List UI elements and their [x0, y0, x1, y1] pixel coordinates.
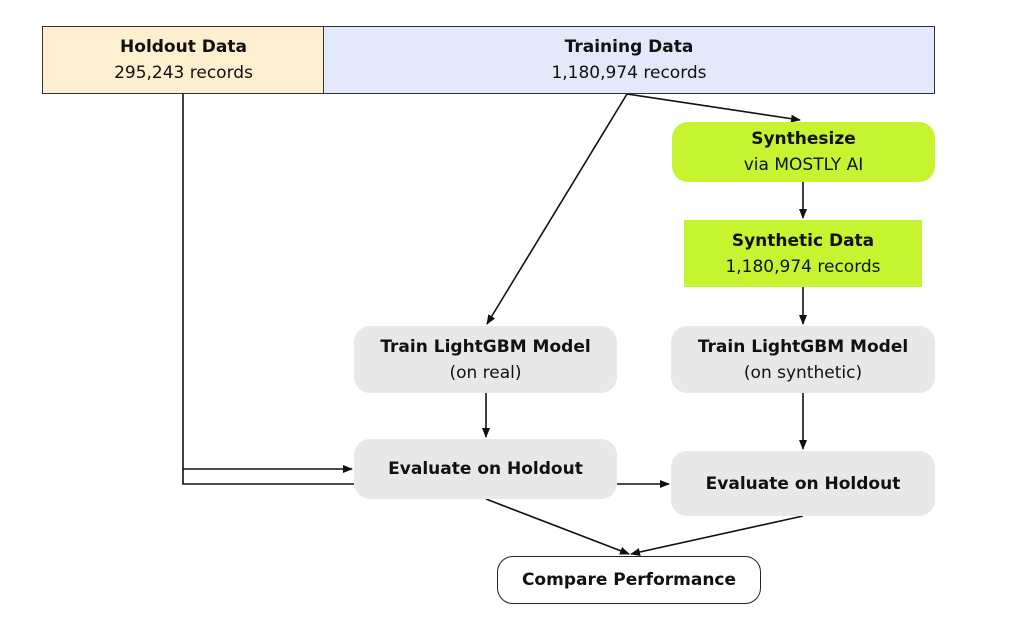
- synthetic-data-subtitle: 1,180,974 records: [725, 256, 881, 277]
- edge-eval-syn-to-compare: [630, 515, 804, 556]
- edge-eval-real-to-compare: [485, 498, 630, 555]
- holdout-title: Holdout Data: [120, 37, 247, 57]
- edge-training-to-synthesize: [626, 93, 801, 123]
- synthesize-title: Synthesize: [751, 129, 856, 149]
- edge-holdout-to-eval-real-2: [182, 469, 354, 485]
- edge-training-to-train-real: [486, 93, 628, 325]
- synthetic-data-title: Synthetic Data: [731, 230, 875, 251]
- edge-holdout-to-eval-real-1: [182, 94, 353, 473]
- synthesize-node: Synthesize via MOSTLY AI: [672, 122, 935, 182]
- training-subtitle: 1,180,974 records: [551, 63, 707, 83]
- compare-performance-node: Compare Performance: [497, 556, 761, 604]
- holdout-subtitle: 295,243 records: [114, 63, 253, 83]
- holdout-data-node: Holdout Data 295,243 records: [42, 26, 324, 94]
- train-real-title: Train LightGBM Model: [380, 336, 591, 357]
- evaluate-real-node: Evaluate on Holdout: [354, 439, 617, 499]
- train-real-model-node: Train LightGBM Model (on real): [354, 326, 617, 393]
- training-data-node: Training Data 1,180,974 records: [323, 26, 935, 94]
- evaluate-synthetic-node: Evaluate on Holdout: [671, 451, 935, 516]
- train-real-subtitle: (on real): [449, 362, 522, 383]
- compare-title: Compare Performance: [521, 570, 737, 590]
- eval-real-title: Evaluate on Holdout: [388, 459, 583, 479]
- train-syn-subtitle: (on synthetic): [743, 362, 863, 383]
- train-synthetic-model-node: Train LightGBM Model (on synthetic): [671, 326, 935, 393]
- training-title: Training Data: [564, 37, 694, 57]
- synthetic-data-node: Synthetic Data 1,180,974 records: [684, 220, 922, 287]
- eval-syn-title: Evaluate on Holdout: [705, 473, 901, 494]
- synthesize-subtitle: via MOSTLY AI: [743, 155, 864, 175]
- train-syn-title: Train LightGBM Model: [697, 336, 909, 357]
